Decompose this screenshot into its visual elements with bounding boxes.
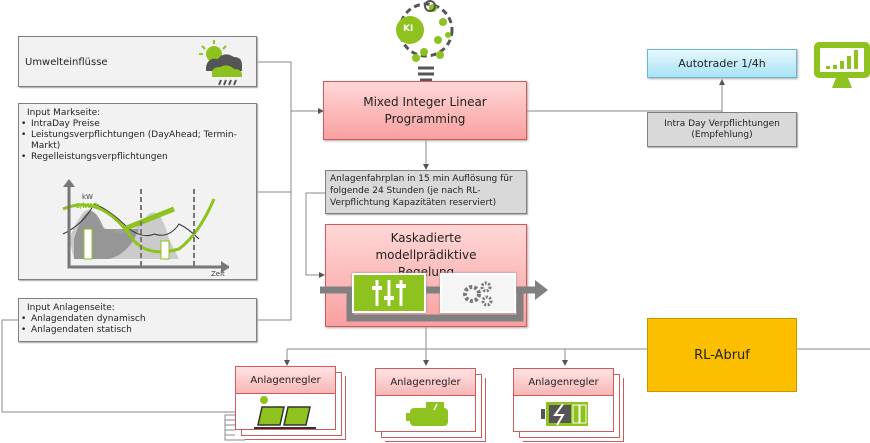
plant-input-item: Anlagendaten dynamisch xyxy=(21,314,250,325)
gears-icon xyxy=(440,273,516,313)
market-input-title: Input Markseite: xyxy=(27,108,101,118)
environment-box: Umwelteinflüsse xyxy=(18,36,257,87)
rl-abruf-box: RL-Abruf xyxy=(647,318,797,392)
schedule-label: Anlagenfahrplan in 15 min Auflösung für … xyxy=(330,174,513,208)
autotrader-box: Autotrader 1/4h xyxy=(647,49,797,78)
intraday-label: Intra Day Verpflichtungen (Empfehlung) xyxy=(664,118,780,140)
controller-label: Anlagenregler xyxy=(236,367,335,394)
controller-card-battery: Anlagenregler xyxy=(513,368,614,432)
plant-input-item: Anlagendaten statisch xyxy=(21,325,250,336)
controller-label: Anlagenregler xyxy=(376,369,475,396)
ki-bulb-icon: KI xyxy=(388,0,458,90)
market-input-item: IntraDay Preise xyxy=(21,119,250,130)
solar-panel-icon xyxy=(254,396,316,429)
environment-label: Umwelteinflüsse xyxy=(25,57,108,68)
plant-input-box: Input Anlagenseite: Anlagendaten dynamis… xyxy=(18,298,257,342)
market-input-box: Input Markseite: IntraDay Preise Leistun… xyxy=(18,103,257,280)
sliders-icon xyxy=(372,280,406,306)
weather-icon xyxy=(199,40,242,86)
schedule-box: Anlagenfahrplan in 15 min Auflösung für … xyxy=(325,170,527,214)
monitor-chart-icon xyxy=(814,42,870,88)
controller-card-generator: Anlagenregler xyxy=(375,368,476,432)
rl-abruf-label: RL-Abruf xyxy=(694,347,750,363)
plant-input-title: Input Anlagenseite: xyxy=(27,303,115,313)
market-chart-illustration xyxy=(62,179,229,273)
market-input-item: Regelleistungsverpflichtungen xyxy=(21,152,250,163)
chart-price-label: €/kWh xyxy=(75,202,100,210)
chart-kw-label: kW xyxy=(82,193,93,201)
ki-label: KI xyxy=(403,24,414,34)
autotrader-label: Autotrader 1/4h xyxy=(678,57,766,70)
battery-icon xyxy=(541,402,588,426)
intraday-box: Intra Day Verpflichtungen (Empfehlung) xyxy=(647,112,797,147)
controller-settings-button xyxy=(352,273,426,313)
milp-label: Mixed Integer Linear Programming xyxy=(363,94,487,126)
chart-time-label: Zeit xyxy=(211,270,225,278)
controller-label: Anlagenregler xyxy=(514,369,613,396)
controller-card-solar: Anlagenregler xyxy=(235,366,336,430)
market-input-item: Leistungsverpflichtungen (DayAhead; Term… xyxy=(21,130,250,152)
generator-icon xyxy=(406,402,448,426)
milp-box: Mixed Integer Linear Programming xyxy=(323,81,527,140)
